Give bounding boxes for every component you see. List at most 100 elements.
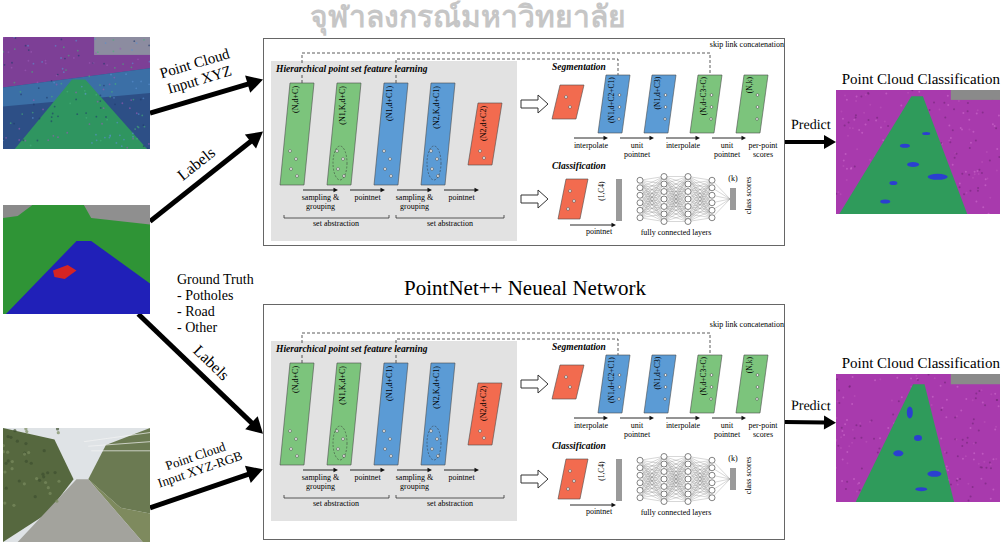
- point-dot: [389, 158, 392, 161]
- text-holder: pointnet: [448, 194, 474, 203]
- point-speck: [841, 480, 843, 482]
- point-speck: [963, 193, 965, 195]
- point-speck: [96, 139, 98, 141]
- point-speck: [81, 86, 83, 88]
- neuron: [637, 215, 643, 221]
- point-speck: [25, 430, 28, 433]
- point-speck: [101, 123, 103, 125]
- point-speck: [947, 104, 949, 106]
- point-dot: [618, 398, 621, 401]
- point-speck: [3, 51, 4, 53]
- group-ring: [427, 146, 441, 180]
- point-speck: [57, 431, 60, 434]
- edge-label: Point Cloud Input XYZ-RGB: [150, 435, 246, 492]
- point-speck: [836, 401, 838, 403]
- point-speck: [941, 407, 943, 409]
- network-link: [688, 460, 712, 479]
- image-ground: [3, 428, 150, 542]
- network-link: [664, 479, 688, 502]
- neuron: [637, 457, 643, 463]
- point-speck: [898, 400, 900, 402]
- neuron: [709, 177, 715, 183]
- neuron: [661, 204, 667, 210]
- point-speck: [836, 439, 837, 441]
- flow-arrow: [785, 135, 836, 149]
- neuron: [685, 484, 691, 490]
- network-link: [664, 199, 688, 222]
- point-dot: [290, 448, 293, 451]
- point-speck: [51, 120, 53, 122]
- point-speck: [135, 87, 137, 89]
- point-dot: [573, 480, 576, 483]
- point-speck: [836, 193, 837, 195]
- feature-learning-panel: Hierarchical point set feature learning(…: [271, 341, 517, 521]
- operation-label: fully connected layers: [641, 229, 712, 238]
- point-dot: [664, 398, 667, 401]
- network-link: [640, 494, 664, 498]
- arrow-head: [824, 415, 836, 429]
- dimension-label: (N2,d+C2): [480, 106, 489, 141]
- point-speck: [56, 428, 59, 431]
- process-arrow: [303, 470, 334, 471]
- neuron: [661, 196, 667, 202]
- point-speck: [99, 84, 101, 86]
- feature-plane: [644, 355, 676, 413]
- point-speck: [856, 490, 858, 492]
- arrow-head: [381, 468, 386, 472]
- text-holder: class scores: [746, 457, 755, 495]
- point-dot: [756, 118, 759, 121]
- text-holder: (N1,d+C2+C1): [608, 357, 616, 403]
- point-dot: [664, 118, 667, 121]
- point-speck: [982, 206, 984, 208]
- point-speck: [843, 159, 845, 161]
- point-speck: [981, 466, 983, 468]
- point-speck: [846, 451, 848, 453]
- neuron: [637, 177, 643, 183]
- feature-plane: [468, 383, 502, 445]
- point-speck: [130, 99, 132, 101]
- point-speck: [143, 39, 145, 41]
- point-speck: [838, 402, 840, 404]
- point-speck: [89, 123, 91, 125]
- network-link: [640, 184, 664, 218]
- legend-item: - Other: [177, 320, 217, 335]
- network-link: [664, 177, 688, 215]
- network-link: [640, 464, 664, 498]
- network-link: [688, 188, 712, 222]
- point-speck: [957, 455, 959, 457]
- network-link: [688, 177, 712, 218]
- neuron: [661, 499, 667, 505]
- point-speck: [91, 142, 93, 144]
- operation-label: unit pointnet: [711, 142, 743, 160]
- pothole-blob: [922, 132, 930, 135]
- point-speck: [131, 49, 133, 51]
- point-speck: [910, 377, 912, 379]
- process-arrow: [303, 190, 334, 191]
- arrow-head: [696, 416, 701, 420]
- dimension-label: (N1,d+C1): [386, 366, 395, 401]
- point-speck: [992, 123, 994, 125]
- point-speck: [934, 377, 936, 379]
- pothole-blob: [915, 487, 927, 491]
- neuron: [637, 495, 643, 501]
- point-dot: [483, 157, 486, 160]
- network-link: [640, 457, 664, 491]
- point-speck: [944, 451, 946, 453]
- operation-label: sampling & grouping: [299, 194, 343, 212]
- point-speck: [85, 93, 87, 95]
- point-speck: [887, 125, 889, 127]
- point-speck: [144, 126, 146, 128]
- network-link: [688, 460, 712, 494]
- point-speck: [852, 376, 854, 378]
- image-heading: Point Cloud Classification: [842, 71, 1000, 88]
- point-speck: [836, 378, 838, 380]
- point-speck: [4, 462, 7, 465]
- network-link: [688, 177, 712, 203]
- point-speck: [14, 48, 16, 50]
- point-speck: [33, 104, 35, 106]
- arrow-head: [245, 416, 263, 434]
- text-holder: fully connected layers: [641, 229, 712, 238]
- network-link: [688, 180, 712, 184]
- point-speck: [75, 99, 77, 101]
- point-speck: [143, 145, 145, 147]
